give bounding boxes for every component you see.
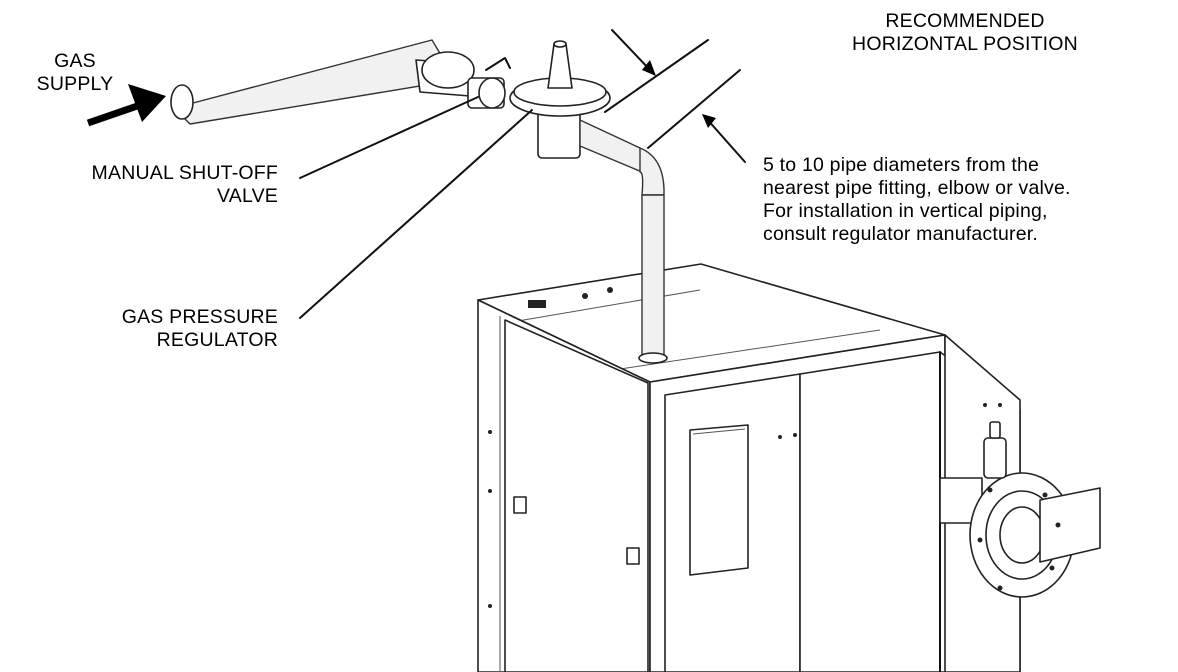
manual-shutoff-valve-label: MANUAL SHUT-OFF VALVE [18, 162, 278, 208]
boiler-cabinet [477, 263, 1101, 672]
arrows [86, 60, 716, 128]
gas-supply-label: GAS SUPPLY [22, 50, 128, 96]
manual-valve-label-line: MANUAL SHUT-OFF [91, 162, 278, 184]
dimension-arrow-upper [642, 60, 656, 76]
leader-lines [299, 29, 746, 319]
gas-piping [170, 39, 668, 364]
note-line: For installation in vertical piping, [763, 200, 1048, 222]
note-line: consult regulator manufacturer. [763, 223, 1039, 245]
position-label-line: HORIZONTAL POSITION [852, 33, 1078, 55]
note-line: 5 to 10 pipe diameters from the [763, 154, 1040, 176]
recommended-position-label: RECOMMENDED HORIZONTAL POSITION [800, 10, 1130, 56]
gas-supply-arrow [86, 100, 145, 127]
installation-note: 5 to 10 pipe diameters from the nearest … [763, 154, 1173, 246]
gas-supply-label-line: SUPPLY [36, 73, 114, 95]
gas-pressure-regulator-label: GAS PRESSURE REGULATOR [48, 306, 278, 352]
position-label-line: RECOMMENDED [885, 10, 1045, 32]
manual-valve-label-line: VALVE [217, 185, 278, 207]
note-line: nearest pipe fitting, elbow or valve. [763, 177, 1071, 199]
gas-supply-label-line: GAS [54, 50, 96, 72]
regulator-label-line: REGULATOR [156, 329, 278, 351]
regulator-label-line: GAS PRESSURE [121, 306, 278, 328]
dimension-arrow-lower [702, 114, 716, 128]
